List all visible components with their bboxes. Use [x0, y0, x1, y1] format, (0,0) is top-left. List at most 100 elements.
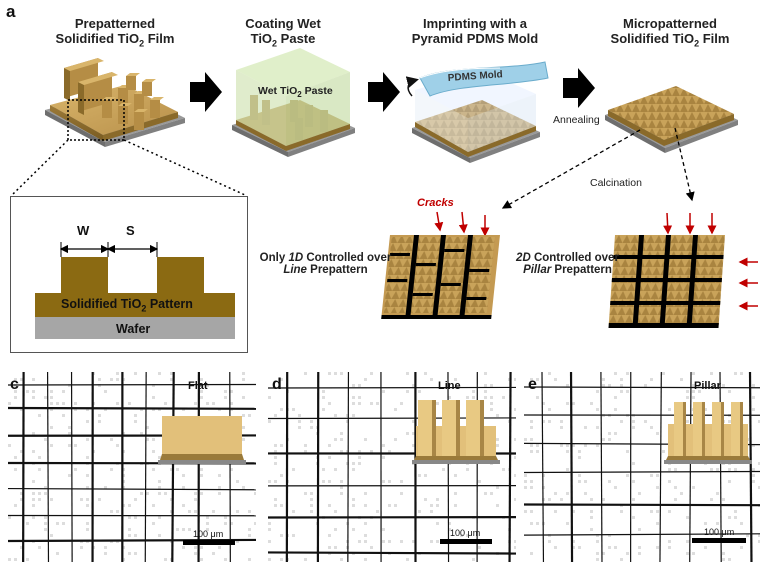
- texture-speck: [716, 468, 719, 471]
- texture-speck: [596, 444, 599, 447]
- texture-speck: [358, 450, 361, 453]
- texture-speck: [62, 402, 65, 405]
- pattern-label: Solidified TiO2 Pattern: [61, 297, 193, 314]
- texture-speck: [44, 528, 47, 531]
- texture-speck: [110, 510, 113, 513]
- texture-speck: [614, 486, 617, 489]
- texture-speck: [38, 414, 41, 417]
- texture-speck: [424, 474, 427, 477]
- texture-speck: [86, 438, 89, 441]
- texture-speck: [206, 516, 209, 519]
- texture-speck: [32, 498, 35, 501]
- texture-speck: [50, 390, 53, 393]
- texture-speck: [614, 546, 617, 549]
- texture-speck: [752, 408, 755, 411]
- texture-speck: [436, 522, 439, 525]
- inset-pillar: [712, 418, 721, 440]
- texture-speck: [394, 504, 397, 507]
- texture-speck: [68, 384, 71, 387]
- texture-speck: [194, 402, 197, 405]
- texture-speck: [566, 492, 569, 495]
- texture-speck: [206, 402, 209, 405]
- panel-b-box: W S Solidified TiO2 Pattern Wafer: [10, 196, 248, 353]
- texture-speck: [248, 528, 251, 531]
- texture-speck: [170, 372, 173, 375]
- texture-speck: [530, 480, 533, 483]
- step-title-imprinting: Imprinting with a Pyramid PDMS Mold: [411, 16, 539, 46]
- texture-speck: [490, 408, 493, 411]
- texture-speck: [656, 522, 659, 525]
- texture-speck: [292, 534, 295, 537]
- texture-speck: [484, 390, 487, 393]
- texture-speck: [346, 450, 349, 453]
- texture-speck: [268, 558, 271, 561]
- inset-pillar-side: [740, 434, 743, 456]
- texture-speck: [584, 480, 587, 483]
- texture-speck: [400, 480, 403, 483]
- texture-speck: [26, 558, 29, 561]
- texture-speck: [340, 480, 343, 483]
- texture-speck: [304, 444, 307, 447]
- texture-speck: [200, 558, 203, 561]
- texture-speck: [14, 378, 17, 381]
- texture-speck: [236, 540, 239, 543]
- texture-speck: [548, 408, 551, 411]
- crack-line-vertical: [541, 372, 545, 562]
- texture-speck: [502, 396, 505, 399]
- texture-speck: [170, 468, 173, 471]
- texture-speck: [448, 522, 451, 525]
- texture-speck: [164, 492, 167, 495]
- texture-speck: [620, 384, 623, 387]
- texture-speck: [400, 492, 403, 495]
- texture-speck: [668, 540, 671, 543]
- texture-speck: [668, 468, 671, 471]
- crack-line-horizontal: [8, 487, 256, 491]
- inset-pillar-film: [664, 402, 752, 464]
- texture-speck: [20, 492, 23, 495]
- texture-speck: [310, 420, 313, 423]
- texture-speck: [614, 372, 617, 375]
- texture-speck: [370, 546, 373, 549]
- texture-speck: [134, 414, 137, 417]
- texture-speck: [584, 444, 587, 447]
- texture-speck: [200, 396, 203, 399]
- inset-pillar: [712, 402, 721, 424]
- texture-speck: [614, 432, 617, 435]
- texture-speck: [758, 420, 760, 423]
- annealing-label: Annealing: [553, 114, 600, 126]
- texture-speck: [650, 426, 653, 429]
- texture-speck: [554, 492, 557, 495]
- texture-speck: [122, 546, 125, 549]
- texture-speck: [466, 396, 469, 399]
- texture-speck: [230, 390, 233, 393]
- texture-speck: [182, 486, 185, 489]
- texture-speck: [292, 468, 295, 471]
- texture-speck: [14, 396, 17, 399]
- texture-speck: [334, 528, 337, 531]
- texture-speck: [280, 444, 283, 447]
- texture-speck: [298, 420, 301, 423]
- texture-speck: [116, 372, 119, 375]
- texture-speck: [530, 378, 533, 381]
- texture-speck: [626, 372, 629, 375]
- inset-line-film: [412, 400, 500, 464]
- texture-speck: [590, 528, 593, 531]
- texture-speck: [98, 384, 101, 387]
- panel-b-schematic: [35, 242, 235, 339]
- texture-speck: [466, 534, 469, 537]
- texture-speck: [608, 432, 611, 435]
- texture-speck: [620, 390, 623, 393]
- texture-speck: [328, 480, 331, 483]
- arrow-step3: [563, 68, 595, 108]
- inset-pillar-side: [702, 434, 705, 456]
- inset-pillar: [693, 402, 702, 424]
- texture-speck: [364, 438, 367, 441]
- imprinting-drawing: [405, 61, 549, 163]
- texture-speck: [340, 558, 343, 561]
- texture-speck: [734, 372, 737, 375]
- texture-speck: [596, 534, 599, 537]
- texture-speck: [758, 486, 760, 489]
- texture-speck: [170, 510, 173, 513]
- texture-speck: [322, 468, 325, 471]
- texture-speck: [632, 516, 635, 519]
